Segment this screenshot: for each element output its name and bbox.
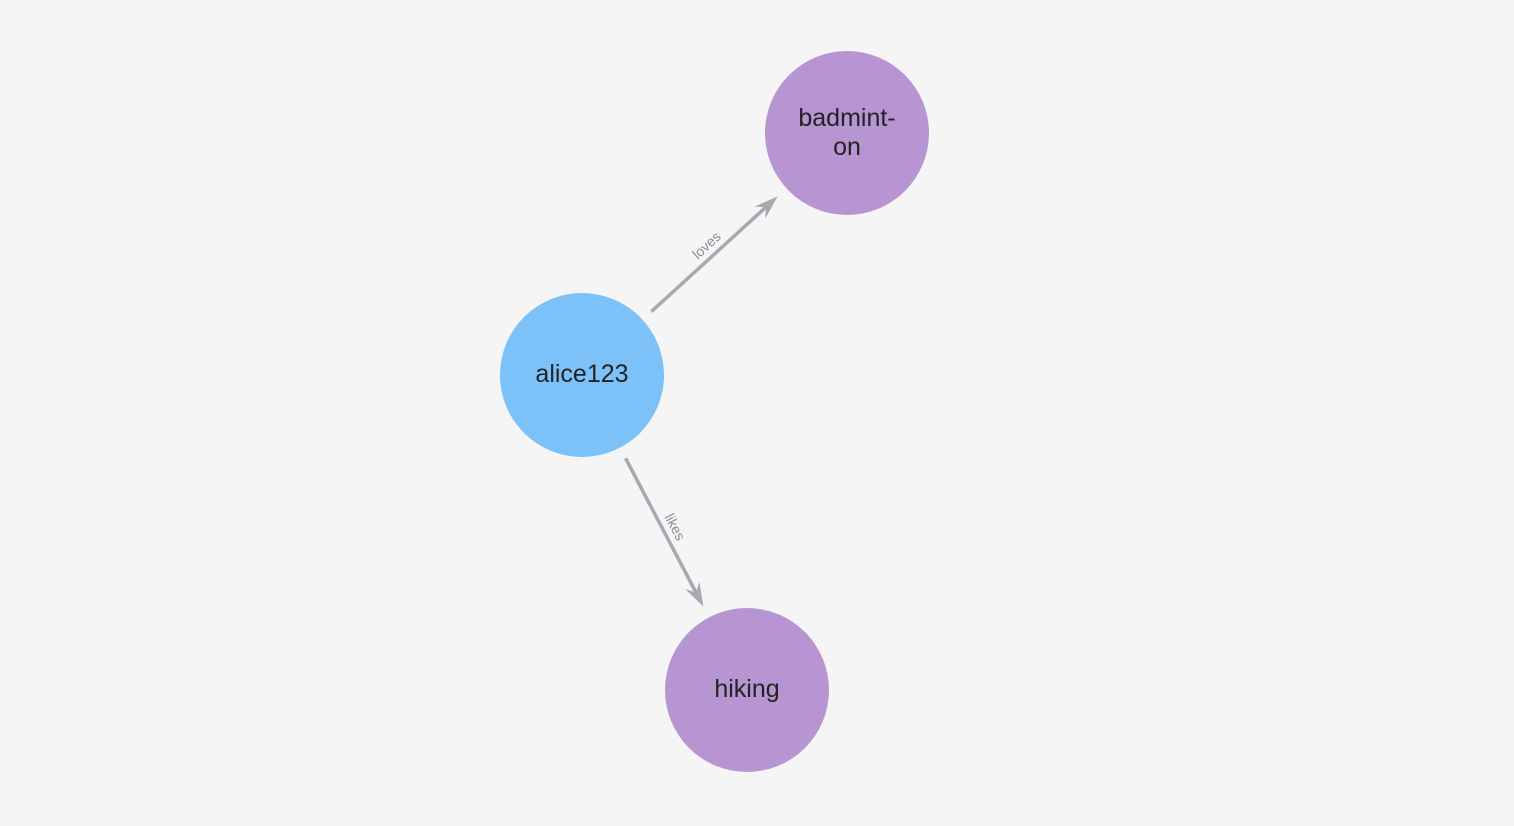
node-alice123[interactable]: alice123 <box>500 293 664 457</box>
node-badminton[interactable]: badmint- on <box>765 51 929 215</box>
node-label-line2: on <box>833 133 861 161</box>
edge-loves: loves <box>650 196 778 313</box>
edge-label-loves[interactable]: loves <box>689 228 724 262</box>
node-hiking[interactable]: hiking <box>665 608 829 772</box>
node-label: hiking <box>714 675 780 704</box>
edge-line-loves[interactable] <box>650 196 778 313</box>
node-label-line1: badmint- <box>798 103 896 132</box>
edge-likes: likes <box>624 457 704 607</box>
node-label: alice123 <box>535 360 629 389</box>
edge-line-likes[interactable] <box>624 457 704 607</box>
